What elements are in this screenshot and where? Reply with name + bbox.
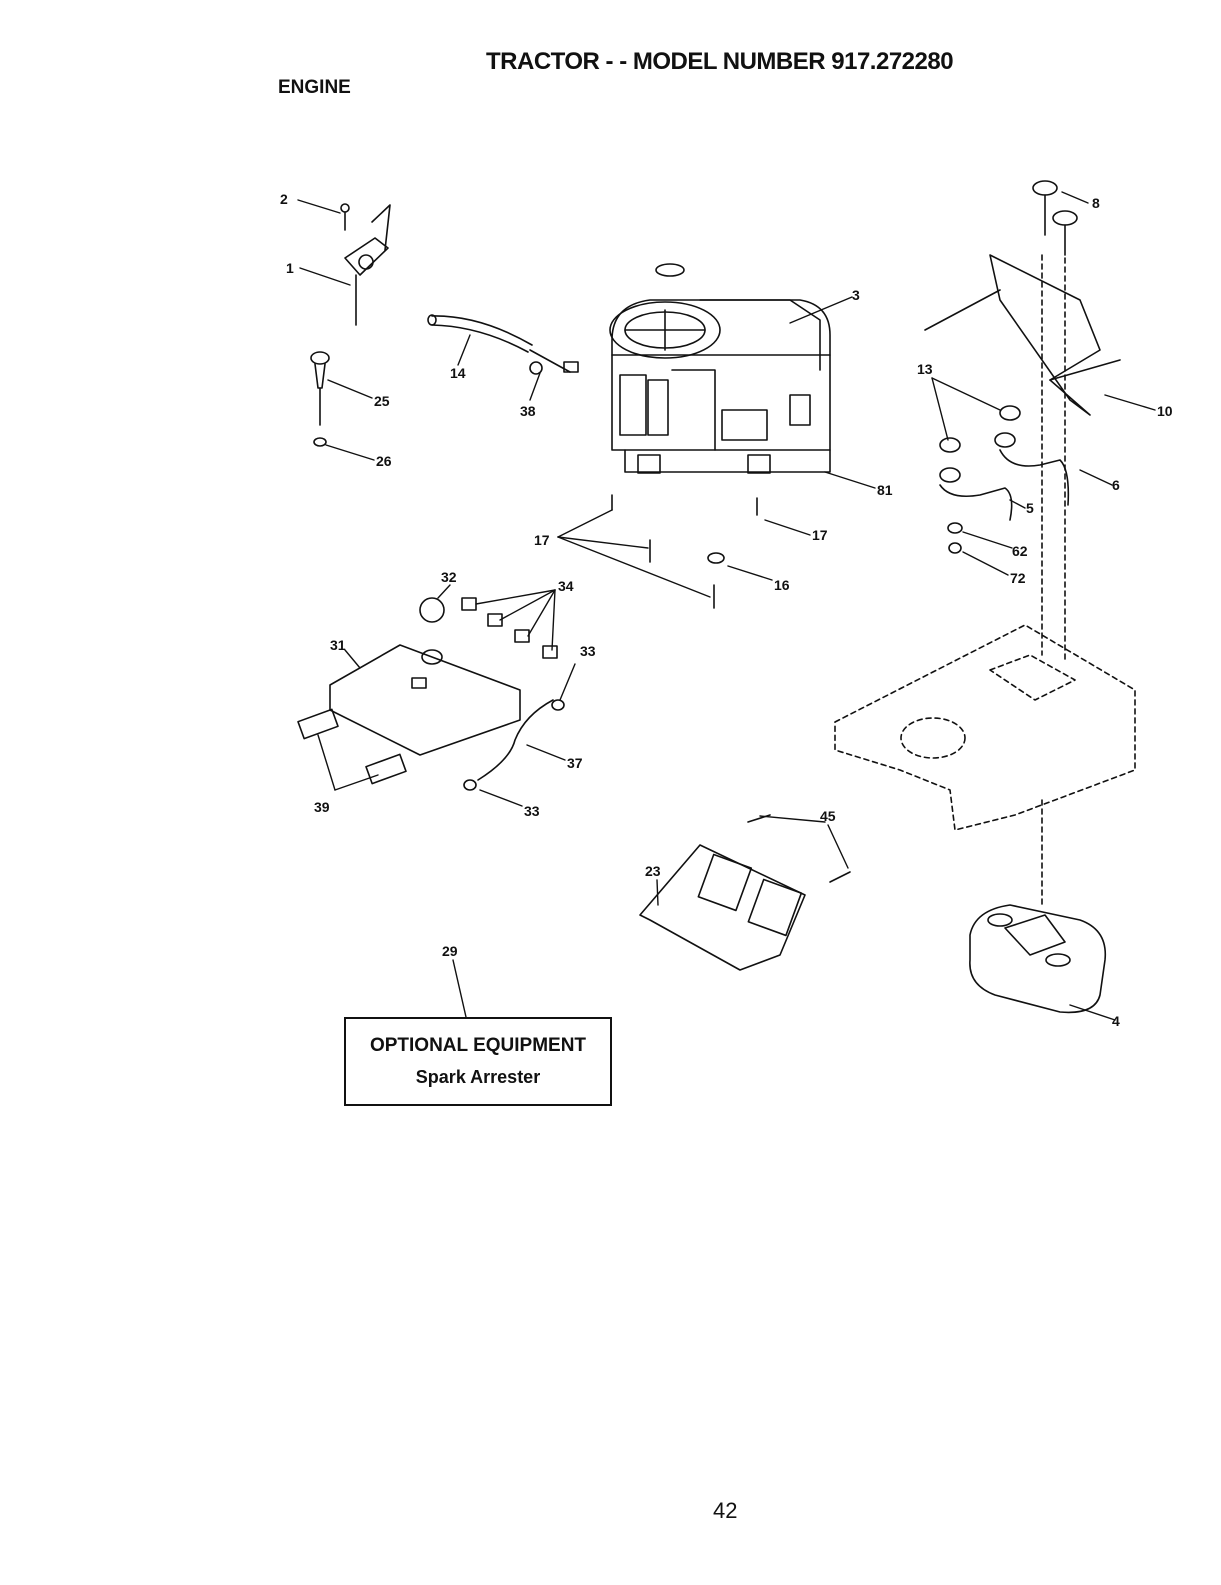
callout-31: 31 <box>330 637 346 653</box>
callout-62: 62 <box>1012 543 1028 559</box>
muffler-bolts-part <box>1033 181 1077 255</box>
callout-4: 4 <box>1112 1013 1120 1029</box>
callout-labels: 2 1 3 4 5 6 8 10 13 14 16 17 17 23 25 26… <box>280 191 1173 1029</box>
callout-81: 81 <box>877 482 893 498</box>
bolt-72 <box>949 543 961 553</box>
exhaust-pipes-part <box>940 406 1068 520</box>
callout-45: 45 <box>820 808 836 824</box>
callout-29: 29 <box>442 943 458 959</box>
callout-32: 32 <box>441 569 457 585</box>
chassis-frame-part <box>835 255 1135 905</box>
throttle-control-part <box>341 204 390 325</box>
callout-1: 1 <box>286 260 294 276</box>
page-number: 42 <box>713 1498 737 1524</box>
callout-16: 16 <box>774 577 790 593</box>
callout-37: 37 <box>567 755 583 771</box>
callout-17-left: 17 <box>534 532 550 548</box>
callout-10: 10 <box>1157 403 1173 419</box>
callout-13: 13 <box>917 361 933 377</box>
washer-62 <box>948 523 962 533</box>
callout-2: 2 <box>280 191 288 207</box>
heat-shield-part <box>925 255 1120 415</box>
breather-hose-part <box>464 700 564 790</box>
mounting-bolts-part <box>612 495 757 608</box>
muffler-part <box>970 905 1105 1012</box>
callout-38: 38 <box>520 403 536 419</box>
callout-3: 3 <box>852 287 860 303</box>
callout-26: 26 <box>376 453 392 469</box>
callout-14: 14 <box>450 365 466 381</box>
engine-part <box>610 264 830 473</box>
debris-shield-part <box>640 815 850 970</box>
callout-34: 34 <box>558 578 574 594</box>
callout-23: 23 <box>645 863 661 879</box>
callout-5: 5 <box>1026 500 1034 516</box>
callout-8: 8 <box>1092 195 1100 211</box>
air-cleaner-part <box>298 598 557 784</box>
callout-33-upper: 33 <box>580 643 596 659</box>
optional-equipment-box: OPTIONAL EQUIPMENT Spark Arrester <box>344 1017 612 1106</box>
callout-6: 6 <box>1112 477 1120 493</box>
callout-39: 39 <box>314 799 330 815</box>
callout-72: 72 <box>1010 570 1026 586</box>
choke-knob-part <box>311 352 329 446</box>
leader-lines <box>298 192 1155 1020</box>
callout-25: 25 <box>374 393 390 409</box>
callout-33-lower: 33 <box>524 803 540 819</box>
optional-equipment-item: Spark Arrester <box>346 1067 610 1088</box>
optional-equipment-heading: OPTIONAL EQUIPMENT <box>346 1035 610 1057</box>
callout-17-right: 17 <box>812 527 828 543</box>
